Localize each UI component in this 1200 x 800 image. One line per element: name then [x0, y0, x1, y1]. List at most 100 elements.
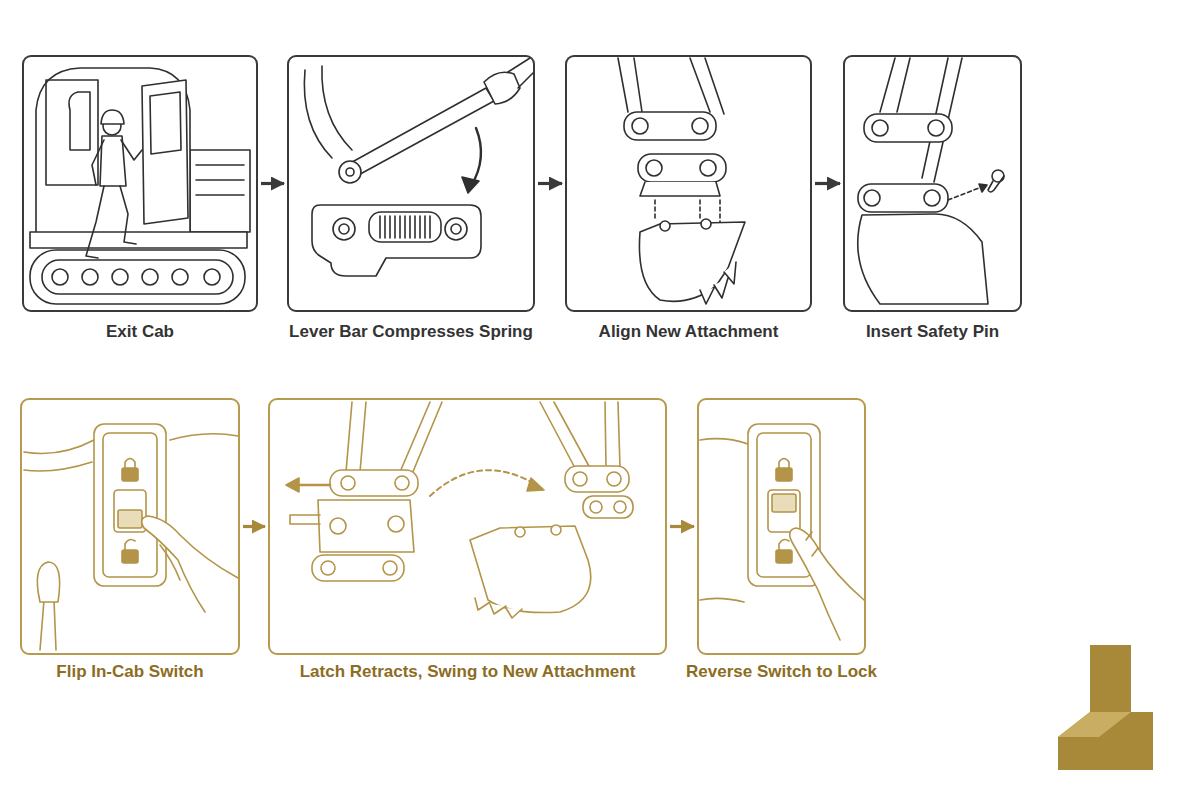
excavator-illustration-part: [92, 140, 142, 185]
cab-switch-illustration-part: [37, 562, 59, 602]
excavator-illustration-part: [69, 92, 90, 150]
latch-swing-illustration-part: [607, 472, 621, 486]
lever-bar-illustration-part: [345, 88, 494, 178]
excavator-illustration-part: [42, 260, 233, 294]
step-arrow: [815, 182, 840, 185]
lever-bar-illustration-part: [451, 224, 461, 234]
excavator-illustration-part: [150, 92, 181, 154]
cab-switch-illustration-part: [122, 468, 138, 481]
lever-bar-illustration-part: [471, 128, 481, 186]
safety-pin-illustration: [858, 58, 1004, 304]
excavator-illustration-part: [112, 269, 128, 285]
latch-swing-illustration: [286, 402, 633, 618]
step-arrow: [670, 525, 694, 528]
align-attachment-illustration-part: [638, 154, 726, 182]
safety-pin-illustration-part: [858, 184, 948, 212]
safety-pin-illustration-part: [872, 120, 888, 136]
lock-switch-illustration-part: [779, 459, 789, 469]
step-arrow: [243, 525, 265, 528]
excavator-illustration-part: [204, 269, 220, 285]
excavator-illustration-part: [82, 269, 98, 285]
latch-swing-illustration-part: [290, 515, 320, 524]
excavator-illustration-part: [100, 136, 126, 186]
align-attachment-illustration-part: [618, 58, 724, 114]
latch-swing-illustration-part: [573, 472, 587, 486]
latch-swing-illustration-part: [540, 402, 620, 468]
latch-swing-illustration-part: [298, 484, 330, 487]
cab-switch-illustration-part: [142, 516, 238, 612]
latch-swing-illustration-part: [341, 476, 355, 490]
lock-switch-illustration-part: [806, 532, 818, 556]
latch-swing-illustration-part: [286, 478, 299, 492]
step-panel: Align New Attachment: [565, 55, 812, 312]
latch-swing-illustration-part: [565, 466, 629, 492]
safety-pin-illustration-part: [858, 214, 988, 304]
latch-swing-illustration-part: [551, 525, 561, 535]
lever-bar-illustration-part: [304, 66, 352, 158]
safety-pin-illustration-part: [864, 114, 952, 142]
step-caption: Insert Safety Pin: [866, 322, 999, 342]
lever-bar-illustration-part: [380, 216, 430, 238]
latch-swing-illustration-part: [388, 516, 404, 532]
step-caption: Flip In-Cab Switch: [56, 662, 203, 682]
lock-switch-illustration: [700, 424, 864, 640]
align-attachment-illustration-part: [701, 219, 711, 229]
lever-bar-illustration-part: [462, 177, 479, 193]
lever-bar-illustration-part: [333, 218, 355, 240]
excavator-illustration-part: [30, 250, 245, 304]
cab-switch-illustration-part: [122, 550, 138, 563]
connector-group: [243, 184, 840, 527]
lock-switch-illustration-part: [776, 468, 792, 481]
lock-switch-illustration-part: [776, 550, 792, 563]
step-caption: Lever Bar Compresses Spring: [289, 322, 533, 342]
safety-pin-illustration-part: [924, 190, 940, 206]
latch-swing-illustration-part: [312, 555, 404, 581]
excavator-illustration-part: [142, 269, 158, 285]
align-attachment-illustration-part: [632, 118, 648, 134]
latch-swing-illustration-part: [614, 501, 626, 513]
align-attachment-illustration-part: [660, 221, 670, 231]
latch-swing-illustration-part: [527, 478, 544, 491]
step-panel: Exit Cab: [22, 55, 258, 312]
brand-logo: [1058, 645, 1153, 770]
lock-switch-illustration-part: [772, 494, 796, 512]
lock-switch-illustration-part: [779, 540, 789, 550]
latch-swing-illustration-part: [590, 501, 602, 513]
align-attachment-illustration: [618, 58, 745, 304]
cab-switch-illustration-part: [125, 459, 135, 469]
lever-bar-illustration-part: [508, 58, 534, 88]
brand-logo-part: [1058, 712, 1131, 737]
excavator-illustration: [30, 68, 250, 304]
align-attachment-illustration-part: [624, 112, 716, 140]
cab-switch-illustration-part: [103, 433, 157, 577]
latch-swing-illustration-part: [395, 476, 409, 490]
cab-switch-illustration-part: [40, 600, 56, 650]
latch-swing-illustration-part: [515, 527, 525, 537]
cab-switch-illustration: [24, 424, 238, 650]
lever-bar-illustration-part: [339, 161, 361, 183]
excavator-illustration-part: [86, 186, 136, 258]
align-attachment-illustration-part: [655, 200, 720, 222]
excavator-illustration-part: [52, 269, 68, 285]
align-attachment-illustration-part: [646, 160, 662, 176]
step-panel: Reverse Switch to Lock: [697, 398, 866, 655]
lever-bar-illustration-part: [484, 72, 520, 104]
latch-swing-illustration-part: [583, 496, 633, 518]
lever-bar-illustration-part: [346, 168, 354, 176]
step-arrow: [538, 182, 562, 185]
latch-swing-illustration-part: [475, 598, 522, 618]
excavator-illustration-part: [172, 269, 188, 285]
lever-bar-illustration-part: [369, 212, 441, 242]
latch-swing-illustration-part: [470, 526, 591, 613]
latch-swing-illustration-part: [330, 470, 418, 496]
step-panel: Flip In-Cab Switch: [20, 398, 240, 655]
excavator-illustration-part: [30, 232, 247, 248]
safety-pin-illustration-part: [948, 186, 984, 200]
latch-swing-illustration-part: [383, 561, 397, 575]
safety-pin-illustration-part: [992, 170, 1004, 182]
safety-pin-illustration-part: [928, 120, 944, 136]
align-attachment-illustration-part: [640, 182, 720, 196]
step-caption: Align New Attachment: [599, 322, 779, 342]
step-caption: Reverse Switch to Lock: [686, 662, 877, 682]
lever-bar-illustration: [304, 58, 534, 276]
